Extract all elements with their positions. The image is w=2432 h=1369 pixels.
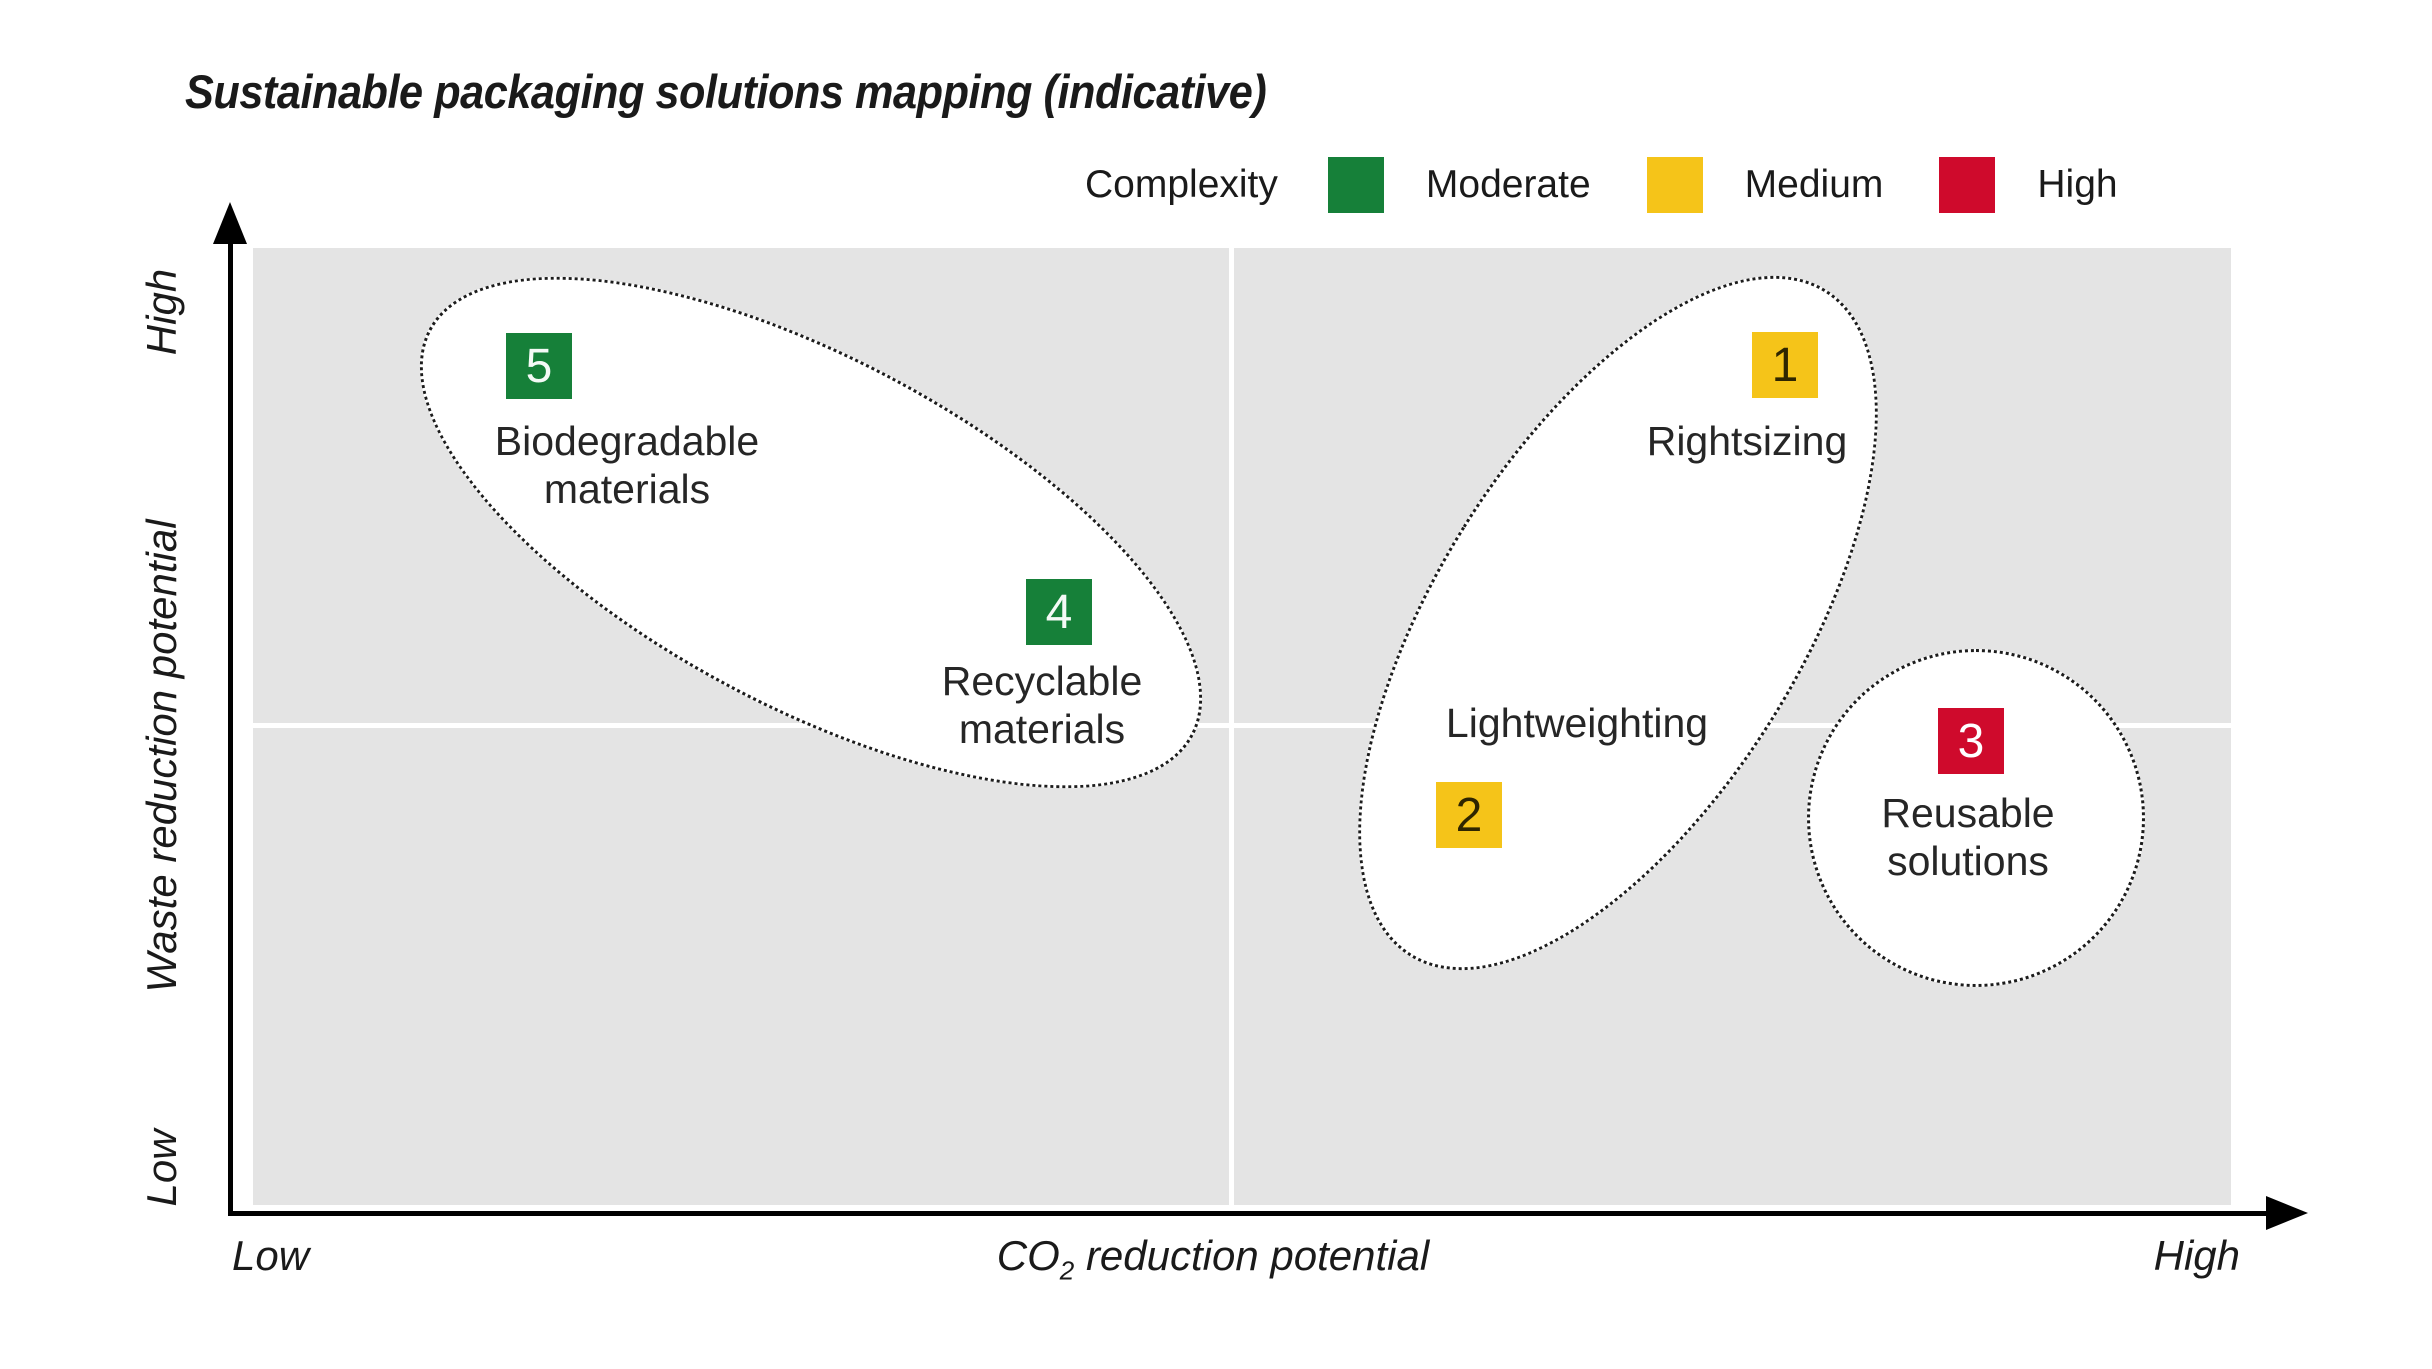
- label-lightweighting: Lightweighting: [1445, 700, 1709, 746]
- horizontal-gridline: [253, 723, 2231, 728]
- legend-swatch-medium-icon: [1646, 157, 1703, 213]
- marker-4: 4: [1026, 579, 1092, 645]
- marker-3: 3: [1938, 708, 2004, 774]
- y-axis-low-label: Low: [138, 1129, 185, 1207]
- legend-label-high: High: [2037, 163, 2118, 206]
- marker-2: 2: [1436, 782, 1502, 848]
- chart-title-text: Sustainable packaging solutions mapping …: [185, 65, 1267, 118]
- x-axis-title-co: CO: [996, 1232, 1060, 1279]
- x-axis-title-subscript: 2: [1059, 1255, 1075, 1286]
- x-axis-title: CO2 reduction potential: [996, 1232, 1430, 1283]
- y-axis-high-label: High: [138, 268, 185, 356]
- x-axis-high-label: High: [2153, 1232, 2240, 1279]
- label-biodegradable-materials: Biodegradable materials: [494, 418, 760, 512]
- group-circle-reusable: [1807, 649, 2145, 987]
- y-axis-line: [228, 240, 233, 1215]
- legend-title: Complexity: [1085, 163, 1278, 206]
- marker-1: 1: [1752, 332, 1818, 398]
- legend-label-medium: Medium: [1744, 163, 1884, 206]
- label-rightsizing: Rightsizing: [1646, 418, 1848, 464]
- label-recyclable-materials: Recyclable materials: [941, 658, 1143, 752]
- marker-5: 5: [506, 333, 572, 399]
- legend: Complexity Moderate Medium High: [1085, 154, 2174, 216]
- y-axis-title: Waste reduction potential: [138, 519, 185, 993]
- legend-swatch-high-icon: [1939, 157, 1996, 213]
- chart-title: Sustainable packaging solutions mapping …: [185, 64, 1360, 119]
- x-axis-low-label: Low: [232, 1232, 310, 1279]
- legend-label-moderate: Moderate: [1425, 163, 1591, 206]
- x-axis-arrowhead-icon: [2266, 1196, 2308, 1230]
- y-axis-arrowhead-icon: [213, 202, 247, 244]
- x-axis-title-rest: reduction potential: [1074, 1232, 1430, 1279]
- legend-swatch-moderate-icon: [1327, 157, 1384, 213]
- label-reusable-solutions: Reusable solutions: [1881, 790, 2055, 884]
- x-axis-line: [228, 1211, 2272, 1216]
